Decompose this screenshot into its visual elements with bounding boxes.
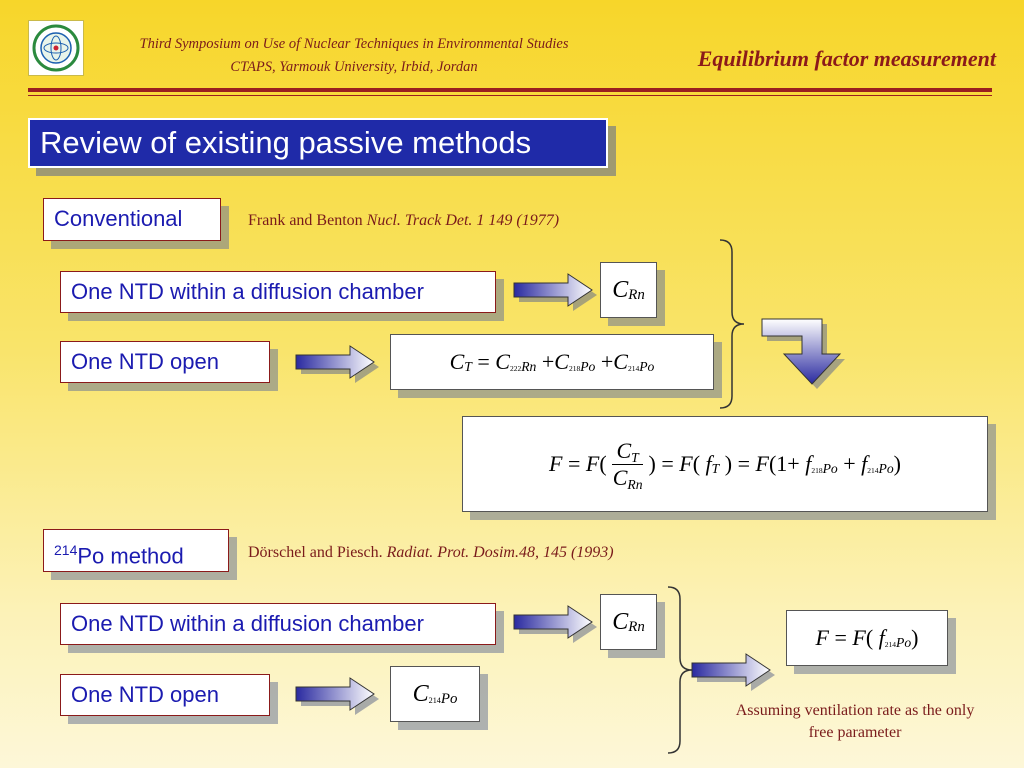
arrow-right-icon [513, 273, 597, 311]
arrow-right-icon [295, 345, 379, 383]
conventional-label: Conventional [43, 198, 221, 241]
header-rule-thin [28, 95, 992, 96]
slide-header-title: Equilibrium factor measurement [697, 46, 996, 71]
slide-title: Review of existing passive methods [28, 118, 608, 168]
conventional-open-box: One NTD open [60, 341, 270, 383]
conventional-reference-journal: Nucl. Track Det. 1 149 (1977) [366, 212, 560, 229]
symposium-line-2: CTAPS, Yarmouk University, Irbid, Jordan [230, 59, 478, 75]
conventional-reference: Frank and Benton Nucl. Track Det. 1 149 … [248, 212, 559, 230]
po214-open-box: One NTD open [60, 674, 270, 716]
po214-reference-authors: Dörschel and Piesch. [248, 544, 387, 561]
po214-method-text: Po method [77, 543, 184, 569]
po214-chamber-box: One NTD within a diffusion chamber [60, 603, 496, 645]
symposium-line-1: Third Symposium on Use of Nuclear Techni… [139, 36, 569, 52]
conventional-reference-authors: Frank and Benton [248, 212, 367, 229]
po214-reference-journal: Radiat. Prot. Dosim.48, 145 (1993) [386, 544, 614, 561]
po214-method-label: 214Po method [43, 529, 229, 572]
po214-reference: Dörschel and Piesch. Radiat. Prot. Dosim… [248, 544, 614, 562]
symposium-logo [28, 20, 84, 76]
po214-isotope-number: 214 [54, 542, 78, 558]
arrow-down-icon [761, 318, 845, 389]
ventilation-note: Assuming ventilation rate as the only fr… [735, 702, 975, 741]
arrow-right-icon [691, 653, 775, 691]
header-rule [28, 88, 992, 92]
conventional-chamber-box: One NTD within a diffusion chamber [60, 271, 496, 313]
right-brace-icon [719, 239, 745, 409]
arrow-right-icon [513, 605, 597, 643]
arrow-right-icon [295, 677, 379, 715]
